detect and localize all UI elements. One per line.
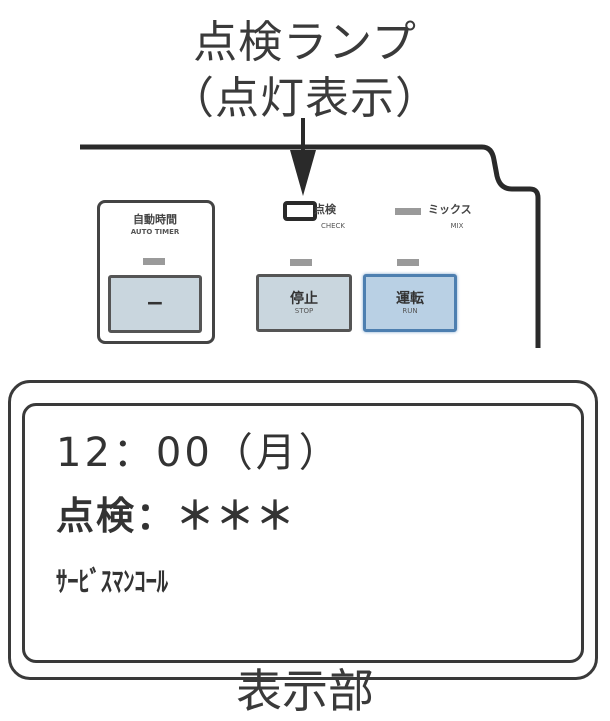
display-bezel (8, 380, 598, 680)
minus-icon: − (145, 291, 165, 316)
timer-lamp (143, 258, 165, 265)
timer-minus-button[interactable]: − (108, 275, 202, 333)
run-button[interactable]: 運転 RUN (363, 274, 457, 332)
callout-title-line2: （点灯表示） (170, 73, 440, 124)
timer-label-en: AUTO TIMER (130, 228, 180, 236)
mix-lamp (395, 208, 421, 215)
stop-button-label: 停止 (290, 291, 318, 307)
run-lamp (397, 259, 419, 266)
check-lamp-label-jp: 点検 (314, 203, 336, 216)
display-service-call: ｻｰﾋﾞｽﾏﾝｺｰﾙ (56, 565, 169, 598)
timer-label-jp: 自動時間 (133, 213, 177, 226)
display-check-status: 点検：＊＊＊ (56, 494, 297, 538)
stop-lamp (290, 259, 312, 266)
stop-button-sublabel: STOP (294, 307, 314, 315)
mix-lamp-label-en: MIX (450, 222, 464, 230)
check-lamp-label-en: CHECK (320, 222, 346, 230)
display-screen (22, 403, 584, 663)
stop-button[interactable]: 停止 STOP (256, 274, 352, 332)
display-time: 12：00（月） (56, 430, 342, 476)
run-button-sublabel: RUN (402, 307, 418, 315)
arrow-head-icon (290, 150, 316, 196)
mix-lamp-label-jp: ミックス (428, 203, 472, 216)
check-lamp-lit-icon (283, 201, 317, 221)
callout-title-line1: 点検ランプ (193, 17, 417, 68)
display-section-label: 表示部 (236, 664, 374, 718)
run-button-label: 運転 (396, 291, 424, 307)
